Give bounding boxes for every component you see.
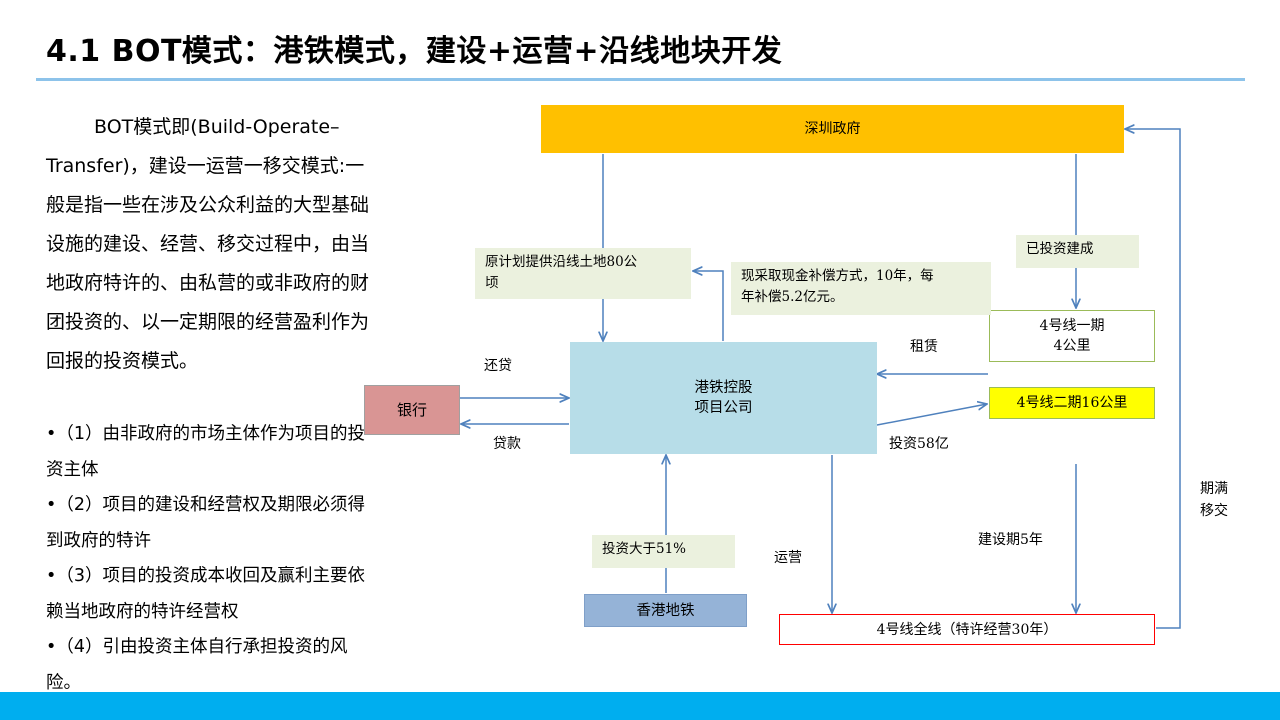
loan-label: 贷款 — [493, 436, 521, 452]
page-title: 4.1 BOT模式：港铁模式，建设+运营+沿线地块开发 — [46, 34, 783, 69]
invest-51-note: 投资大于51% — [592, 535, 735, 568]
footer-accent-bar — [0, 692, 1280, 720]
bullet-item: •（2）项目的建设和经营权及期限必须得到政府的特许 — [46, 495, 365, 551]
title-divider — [36, 78, 1245, 81]
arrow-invest-58 — [876, 404, 987, 426]
operate-label: 运营 — [774, 550, 802, 566]
mtr-box: 香港地铁 — [584, 594, 747, 627]
repay-label: 还贷 — [484, 358, 512, 374]
intro-paragraph: BOT模式即(Build-Operate–Transfer)，建设一运营一移交模… — [46, 116, 370, 372]
arrow-company-to-land-note — [693, 271, 724, 341]
transfer-label: 期满 移交 — [1200, 481, 1228, 519]
bullet-list: •（1）由非政府的市场主体作为项目的投资主体 •（2）项目的建设和经营权及期限必… — [46, 417, 371, 701]
bullet-item: •（4）引由投资主体自行承担投资的风险。 — [46, 637, 348, 693]
build-period-label: 建设期5年 — [978, 532, 1043, 548]
arrow-transfer — [1125, 129, 1181, 629]
government-box: 深圳政府 — [541, 105, 1124, 153]
invest-58-label: 投资58亿 — [889, 436, 949, 452]
intro-text: BOT模式即(Build-Operate–Transfer)，建设一运营一移交模… — [46, 108, 371, 381]
land-note: 原计划提供沿线土地80公 顷 — [475, 248, 691, 299]
line4-phase1-box: 4号线一期 4公里 — [989, 310, 1155, 362]
lease-label: 租赁 — [910, 339, 938, 355]
compensation-note: 现采取现金补偿方式，10年，每 年补偿5.2亿元。 — [731, 262, 991, 315]
line4-full-box: 4号线全线（特许经营30年） — [779, 614, 1155, 645]
company-box: 港铁控股 项目公司 — [570, 342, 877, 454]
bank-box: 银行 — [364, 385, 460, 435]
bullet-item: •（3）项目的投资成本收回及赢利主要依赖当地政府的特许经营权 — [46, 566, 365, 622]
line4-phase2-box: 4号线二期16公里 — [989, 387, 1155, 419]
bullet-item: •（1）由非政府的市场主体作为项目的投资主体 — [46, 424, 365, 480]
invested-note: 已投资建成 — [1016, 235, 1139, 268]
